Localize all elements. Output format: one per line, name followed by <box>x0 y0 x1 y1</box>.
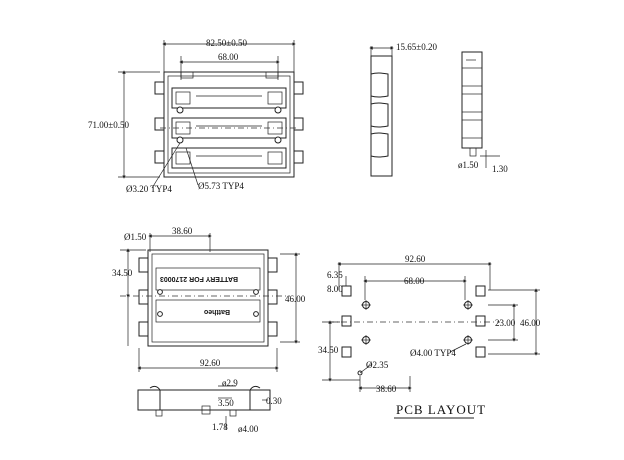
pcb-hole-large: Ø4.00 TYP4 <box>410 348 456 358</box>
pcb-inner-dim: 68.00 <box>404 276 425 286</box>
side-view: 15.65±0.20 ø1.50 1.30 <box>369 42 508 177</box>
bottom-pitch-dim: 38.60 <box>172 226 193 236</box>
bottom-half-height: 34.50 <box>112 268 133 278</box>
top-view: 82.50±0.50 68.00 71.00±0.50 <box>88 38 304 194</box>
front-dim-350: 3.50 <box>218 398 234 408</box>
front-view: ø2.9 3.50 0.30 1.78 ø4.00 <box>137 378 282 434</box>
pcb-layout-title: PCB LAYOUT <box>396 402 486 417</box>
bottom-view: Ø1.50 38.60 BATTERY FOR 2170003 Battheo … <box>112 226 306 372</box>
pcb-mid-dim: 23.00 <box>495 318 516 328</box>
side-pin-len: 1.30 <box>492 164 508 174</box>
front-pin-dia: ø2.9 <box>222 378 238 388</box>
front-dim-400: ø4.00 <box>238 424 259 434</box>
pcb-hole-small: Ø2.35 <box>366 360 389 370</box>
pcb-half-dim: 34.50 <box>318 345 339 355</box>
side-pin-dia: ø1.50 <box>458 160 479 170</box>
pcb-height-dim: 46.00 <box>520 318 541 328</box>
top-hole-small-label: Ø3.20 TYP4 <box>126 184 172 194</box>
pcb-pitch-dim: 38.60 <box>376 384 397 394</box>
bottom-width-dim: 92.60 <box>200 358 221 368</box>
bottom-marking-1: BATTERY FOR 2170003 <box>160 275 238 282</box>
pcb-width-dim: 92.60 <box>405 254 426 264</box>
pcb-dim-635: 6.35 <box>327 270 343 280</box>
top-width-dim: 82.50±0.50 <box>206 38 247 48</box>
bottom-pin-dia: Ø1.50 <box>124 232 147 242</box>
front-dim-030: 0.30 <box>266 396 282 406</box>
top-hole-large-label: Ø5.73 TYP4 <box>198 181 244 191</box>
top-height-dim: 71.00±0.50 <box>88 120 129 130</box>
side-depth-dim: 15.65±0.20 <box>396 42 437 52</box>
pcb-layout: 92.60 68.00 6.35 8.00 46.00 <box>318 254 541 419</box>
front-dim-178: 1.78 <box>212 422 228 432</box>
top-inner-dim: 68.00 <box>218 52 239 62</box>
pcb-dim-800: 8.00 <box>327 284 343 294</box>
bottom-height-dim: 46.00 <box>285 294 306 304</box>
bottom-marking-2: Battheo <box>204 308 230 315</box>
